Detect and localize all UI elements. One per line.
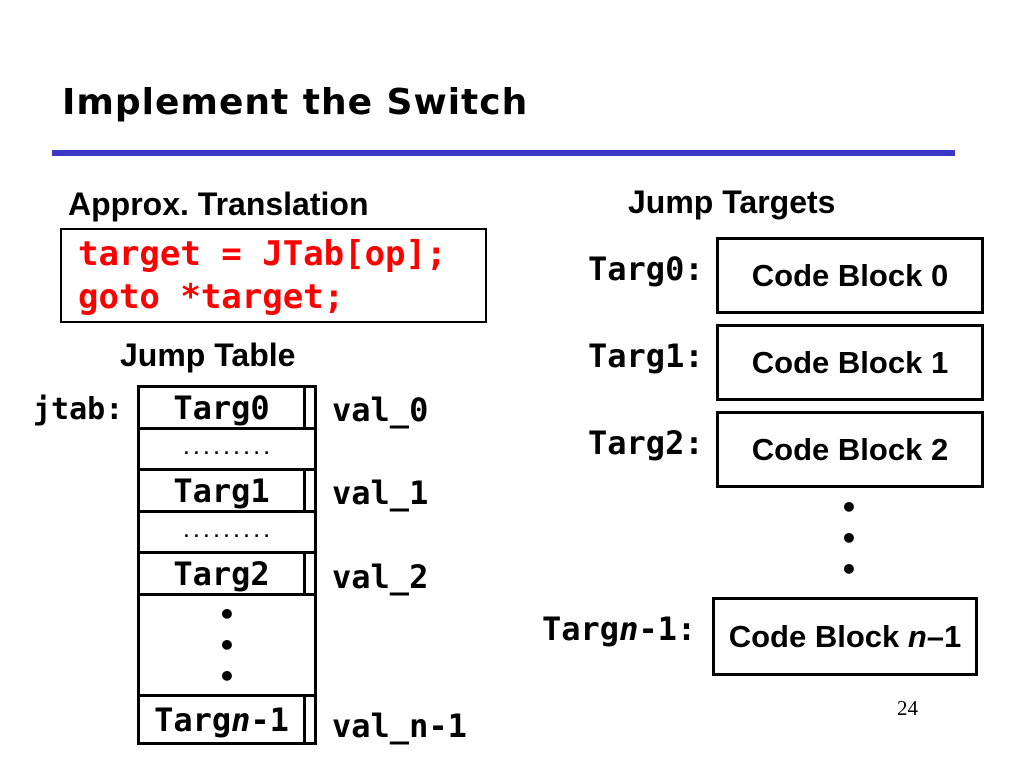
jtab-cell-label: Targ0 [173,388,270,427]
jtab-cell-label: Targn-1 [154,701,289,739]
jtab-cell-ellipsis-row: ......... [140,513,314,554]
jtab-cell-label: Targ1 [173,471,270,510]
label-prefix: Targ [542,610,620,648]
code-block-label: Code Block 1 [751,344,949,380]
page-number: 24 [897,696,918,720]
jump-targets-heading: Jump Targets [628,184,836,220]
n-variable: n [619,610,639,648]
jump-table-heading: Jump Table [120,337,296,373]
val-n-1-label: val_n-1 [332,707,467,745]
horizontal-ellipsis-icon: ......... [181,440,273,458]
n-variable: n [907,618,927,654]
label-prefix: Targ [154,700,232,739]
jtab-pointer-label: jtab: [33,392,124,427]
jump-table-diagram: Targ0 ......... Targ1 ......... Targ2 • … [137,385,317,745]
val-0-label: val_0 [332,391,429,429]
jtab-cell-vertical-ellipsis: • • • [140,596,314,697]
label-suffix: –1 [926,618,962,654]
ellipsis-dot: • [840,491,858,524]
code-block-0: Code Block 0 [716,237,984,314]
code-block-label: Code Block 0 [751,257,949,293]
horizontal-ellipsis-icon: ......... [181,523,273,541]
code-block-1: Code Block 1 [716,324,984,401]
val-1-label: val_1 [332,474,429,512]
targ0-label: Targ0: [588,250,704,288]
jtab-cell-targ0: Targ0 [140,388,314,430]
jtab-cell-targ2: Targ2 [140,554,314,596]
targ1-label: Targ1: [588,337,704,375]
jtab-cell-targ1: Targ1 [140,471,314,513]
ellipsis-dot: • [840,553,858,586]
label-suffix: -1 [250,700,289,739]
code-block-label: Code Block 2 [751,431,949,467]
jtab-cell-ellipsis-row: ......... [140,430,314,471]
vertical-ellipsis-icon: • [218,659,236,693]
code-snippet-box: target = JTab[op]; goto *target; [60,228,487,323]
vertical-ellipsis-icon: • • • [834,492,864,585]
val-2-label: val_2 [332,558,429,596]
vertical-ellipsis-icon: • [218,597,236,631]
jtab-cell-targ-n-1: Targn-1 [140,697,314,742]
targ-n-1-label: Targn-1: [542,610,696,648]
vertical-ellipsis-icon: • [218,628,236,662]
code-block-n-1: Code Block n–1 [712,597,978,676]
jtab-cell-label: Targ2 [173,554,270,593]
n-variable: n [231,700,251,739]
slide-title: Implement the Switch [62,82,529,123]
code-line-2: goto *target; [78,277,345,317]
title-underline-rule [52,150,955,156]
label-prefix: Code Block [728,618,908,654]
label-suffix: -1: [638,610,697,648]
code-line-1: target = JTab[op]; [78,234,447,274]
ellipsis-dot: • [840,522,858,555]
code-block-2: Code Block 2 [716,411,984,488]
targ2-label: Targ2: [588,424,704,462]
code-block-label: Code Block n–1 [729,619,962,655]
approx-translation-heading: Approx. Translation [68,186,369,222]
